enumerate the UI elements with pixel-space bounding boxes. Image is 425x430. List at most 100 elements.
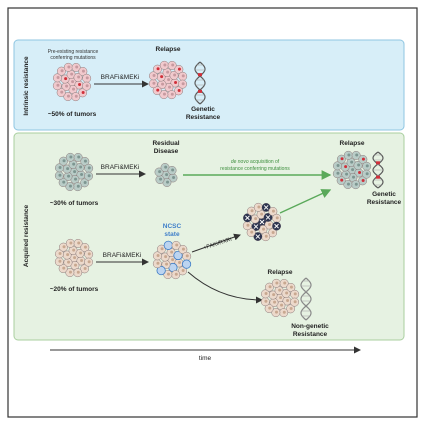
cell-nucleus	[358, 171, 362, 175]
cell-nucleus	[78, 83, 82, 87]
top-relapse-label: Relapse	[340, 140, 365, 147]
cell-nucleus	[166, 272, 170, 276]
cell-nucleus	[177, 88, 181, 92]
cell-nucleus	[361, 178, 365, 182]
cell-nucleus	[81, 90, 85, 94]
mutation-mark	[198, 89, 202, 93]
intrinsic-tumor-cluster	[52, 62, 92, 102]
cell-nucleus	[159, 177, 163, 181]
cell-nucleus	[64, 77, 68, 81]
cell-nucleus	[66, 94, 70, 98]
mutation-mark	[376, 161, 380, 165]
cell-nucleus	[264, 299, 268, 303]
x-mark	[245, 215, 250, 221]
cell-nucleus	[275, 216, 279, 220]
cell-nucleus	[164, 255, 168, 259]
cell-nucleus	[289, 285, 293, 289]
intrinsic-note-line1: Pre-existing resistance	[48, 49, 99, 55]
cell-nucleus	[354, 182, 358, 186]
cell-nucleus	[69, 241, 73, 245]
top-share: ~30% of tumors	[50, 200, 99, 207]
cell-nucleus	[68, 184, 72, 188]
cell-nucleus	[162, 92, 166, 96]
cell-nucleus	[293, 300, 297, 304]
cell-nucleus	[72, 87, 76, 91]
top-result-line2: Resistance	[367, 199, 402, 206]
intrinsic-panel	[13, 39, 405, 131]
cell-nucleus	[66, 167, 70, 171]
acquired-side-label: Acquired resistance	[23, 205, 30, 268]
cell-nucleus	[77, 75, 81, 79]
cell-nucleus	[156, 88, 160, 92]
intrinsic-treatment: BRAFi&MEKi	[101, 74, 140, 81]
cell-nucleus	[79, 251, 83, 255]
cell-nucleus	[346, 182, 350, 186]
cell-nucleus	[72, 162, 76, 166]
cell-nucleus	[160, 75, 164, 79]
cell-nucleus	[73, 170, 77, 174]
top-relapse-cluster	[332, 150, 372, 190]
bottom-tumor-cluster	[54, 238, 94, 278]
cell-nucleus	[264, 234, 268, 238]
ncsc-cell	[173, 250, 183, 261]
intrinsic-result-line1: Genetic	[191, 106, 215, 113]
cell-nucleus	[69, 155, 73, 159]
ncsc-cell	[156, 265, 166, 276]
top-tumor-cluster	[54, 152, 94, 192]
mutation-mark	[198, 73, 202, 77]
denovo-line2: resistance conferring mutations	[220, 166, 290, 172]
cell-nucleus	[282, 310, 286, 314]
cell-nucleus	[177, 67, 181, 71]
x-mark	[253, 224, 259, 229]
cell-nucleus	[168, 85, 172, 89]
ncsc-cell	[163, 240, 173, 250]
cell-nucleus	[60, 69, 64, 73]
top-dna-icon	[372, 151, 384, 189]
cell-nucleus	[279, 296, 283, 300]
x-to-relapse-arrow	[279, 189, 332, 214]
cell-nucleus	[171, 258, 175, 262]
cell-nucleus	[355, 153, 359, 157]
cell-nucleus	[58, 251, 62, 255]
top-treatment: BRAFi&MEKi	[101, 164, 140, 171]
dna-strand	[194, 61, 206, 105]
cell-nucleus	[336, 171, 340, 175]
cell-nucleus	[275, 281, 279, 285]
x-mark	[274, 223, 279, 229]
nongenetic-dna-icon	[300, 277, 312, 321]
cell-nucleus	[165, 173, 169, 177]
cell-nucleus	[75, 65, 79, 69]
cell-nucleus	[170, 250, 174, 254]
cell-nucleus	[274, 310, 278, 314]
cell-nucleus	[268, 223, 272, 227]
cell-nucleus	[77, 155, 81, 159]
cell-nucleus	[246, 223, 250, 227]
cell-nucleus	[85, 84, 89, 88]
cell-nucleus	[283, 281, 287, 285]
cell-nucleus	[83, 266, 87, 270]
cell-nucleus	[344, 165, 348, 169]
cell-nucleus	[62, 159, 66, 163]
cell-nucleus	[175, 243, 179, 247]
cell-nucleus	[254, 217, 258, 221]
x-mark	[263, 205, 269, 210]
cell-nucleus	[351, 168, 355, 172]
cell-nucleus	[77, 241, 81, 245]
cell-nucleus	[280, 303, 284, 307]
cell-nucleus	[174, 272, 178, 276]
cell-nucleus	[167, 78, 171, 82]
cell-nucleus	[250, 230, 254, 234]
cell-nucleus	[365, 172, 369, 176]
intrinsic-relapse-label: Relapse	[156, 46, 181, 53]
cell-nucleus	[171, 168, 175, 172]
cell-nucleus	[172, 176, 176, 180]
cell-nucleus	[72, 248, 76, 252]
x-mark	[259, 219, 265, 225]
top-result-line1: Genetic	[372, 191, 396, 198]
intrinsic-note-line2: conferring mutations	[50, 55, 96, 61]
intrinsic-dna-icon	[194, 61, 206, 105]
cell-nucleus	[83, 180, 87, 184]
bottom-share: ~20% of tumors	[50, 286, 99, 293]
cell-nucleus	[268, 285, 272, 289]
